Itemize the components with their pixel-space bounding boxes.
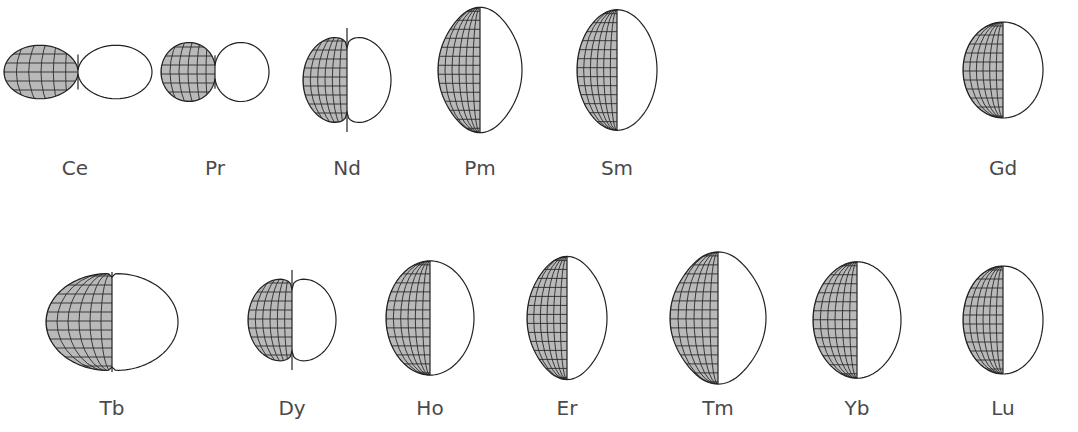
element-label: Tm <box>702 397 734 419</box>
orbital-shape <box>42 270 178 374</box>
orbital-shape <box>959 264 1043 376</box>
orbital-shape <box>434 5 522 134</box>
orbital-shape <box>573 8 657 133</box>
orbital-shape <box>244 268 336 372</box>
element-label: Pr <box>205 157 225 179</box>
element-label: Pm <box>464 157 496 179</box>
element-label: Yb <box>845 397 870 419</box>
element-label: Ce <box>62 157 88 179</box>
element-label: Sm <box>601 157 633 179</box>
element-label: Er <box>557 397 578 419</box>
orbital-shape <box>523 254 607 381</box>
element-label: Ho <box>416 397 443 419</box>
orbital-shape <box>382 259 474 377</box>
element-label: Tb <box>100 397 125 419</box>
orbital-shape <box>666 250 766 386</box>
orbital-shape <box>959 20 1043 120</box>
element-label: Dy <box>278 397 305 419</box>
orbital-shape <box>809 260 901 380</box>
element-label: Gd <box>989 157 1017 179</box>
element-label: Lu <box>991 397 1014 419</box>
orbital-shape <box>299 26 391 134</box>
orbital-shape <box>0 12 152 132</box>
element-label: Nd <box>333 157 361 179</box>
orbital-shape <box>157 14 269 130</box>
